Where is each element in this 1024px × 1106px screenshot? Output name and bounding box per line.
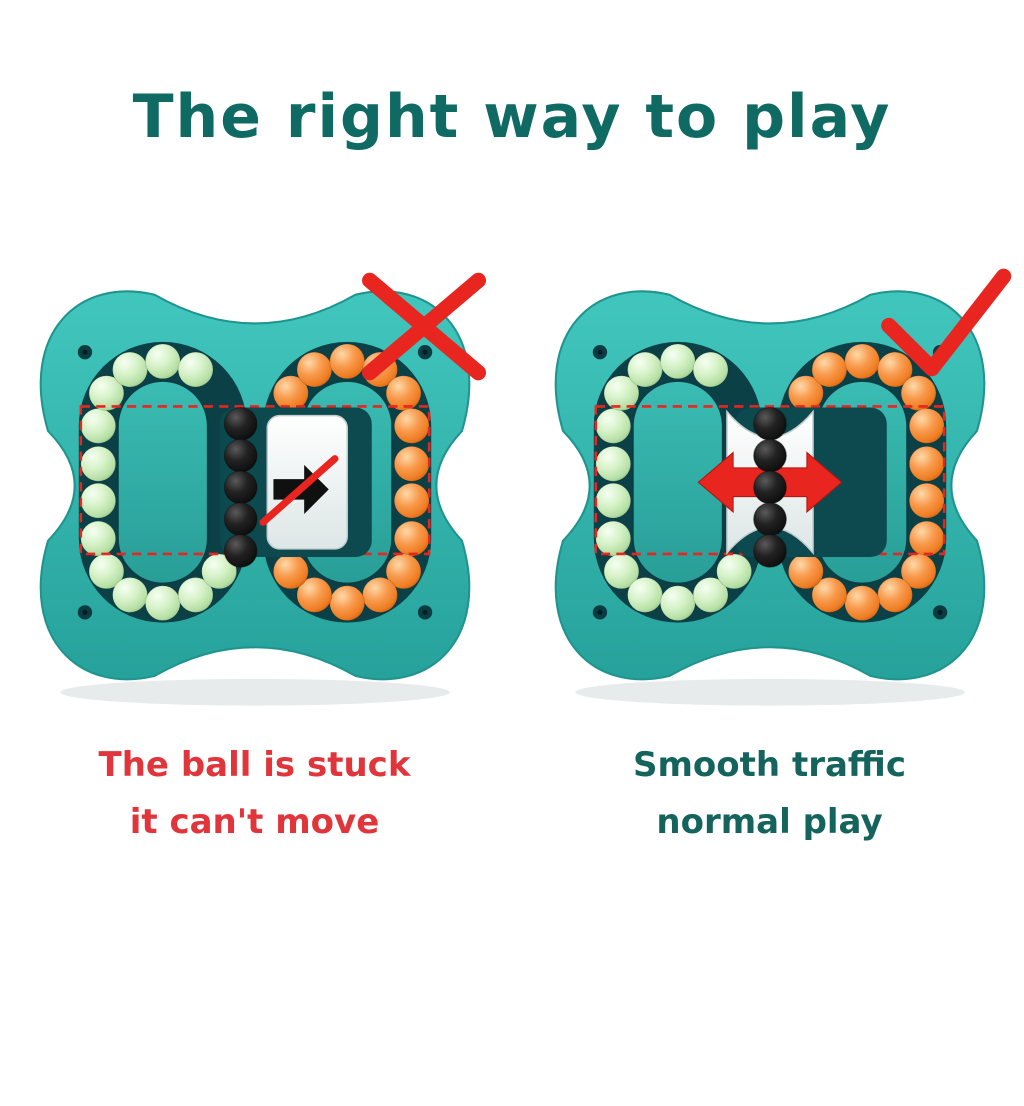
panel-right-way: Smooth traffic normal play bbox=[521, 262, 1018, 851]
caption-wrong-line1: The ball is stuck bbox=[98, 745, 411, 785]
caption-right-line2: normal play bbox=[656, 802, 883, 843]
check-mark-icon bbox=[880, 268, 1011, 377]
fidget-toy-illustration-correct bbox=[554, 268, 1011, 706]
toy-shadow bbox=[574, 678, 965, 706]
page-title: The right way to play bbox=[132, 82, 892, 152]
caption-right: Smooth traffic normal play bbox=[633, 737, 906, 851]
black-beads-column bbox=[223, 406, 258, 568]
fidget-toy-illustration-wrong bbox=[39, 272, 486, 706]
red-slash bbox=[259, 455, 338, 526]
panel-wrong-way: The ball is stuck it can't move bbox=[6, 262, 503, 851]
caption-wrong: The ball is stuck it can't move bbox=[99, 737, 411, 851]
black-beads-column bbox=[752, 406, 787, 568]
corner-screws bbox=[77, 344, 432, 620]
comparison-panels: The ball is stuck it can't move bbox=[0, 262, 1024, 851]
caption-wrong-line2: it can't move bbox=[129, 802, 380, 843]
toy-shadow bbox=[59, 678, 450, 706]
x-mark-icon bbox=[361, 272, 486, 381]
caption-right-line1: Smooth traffic bbox=[633, 745, 906, 785]
